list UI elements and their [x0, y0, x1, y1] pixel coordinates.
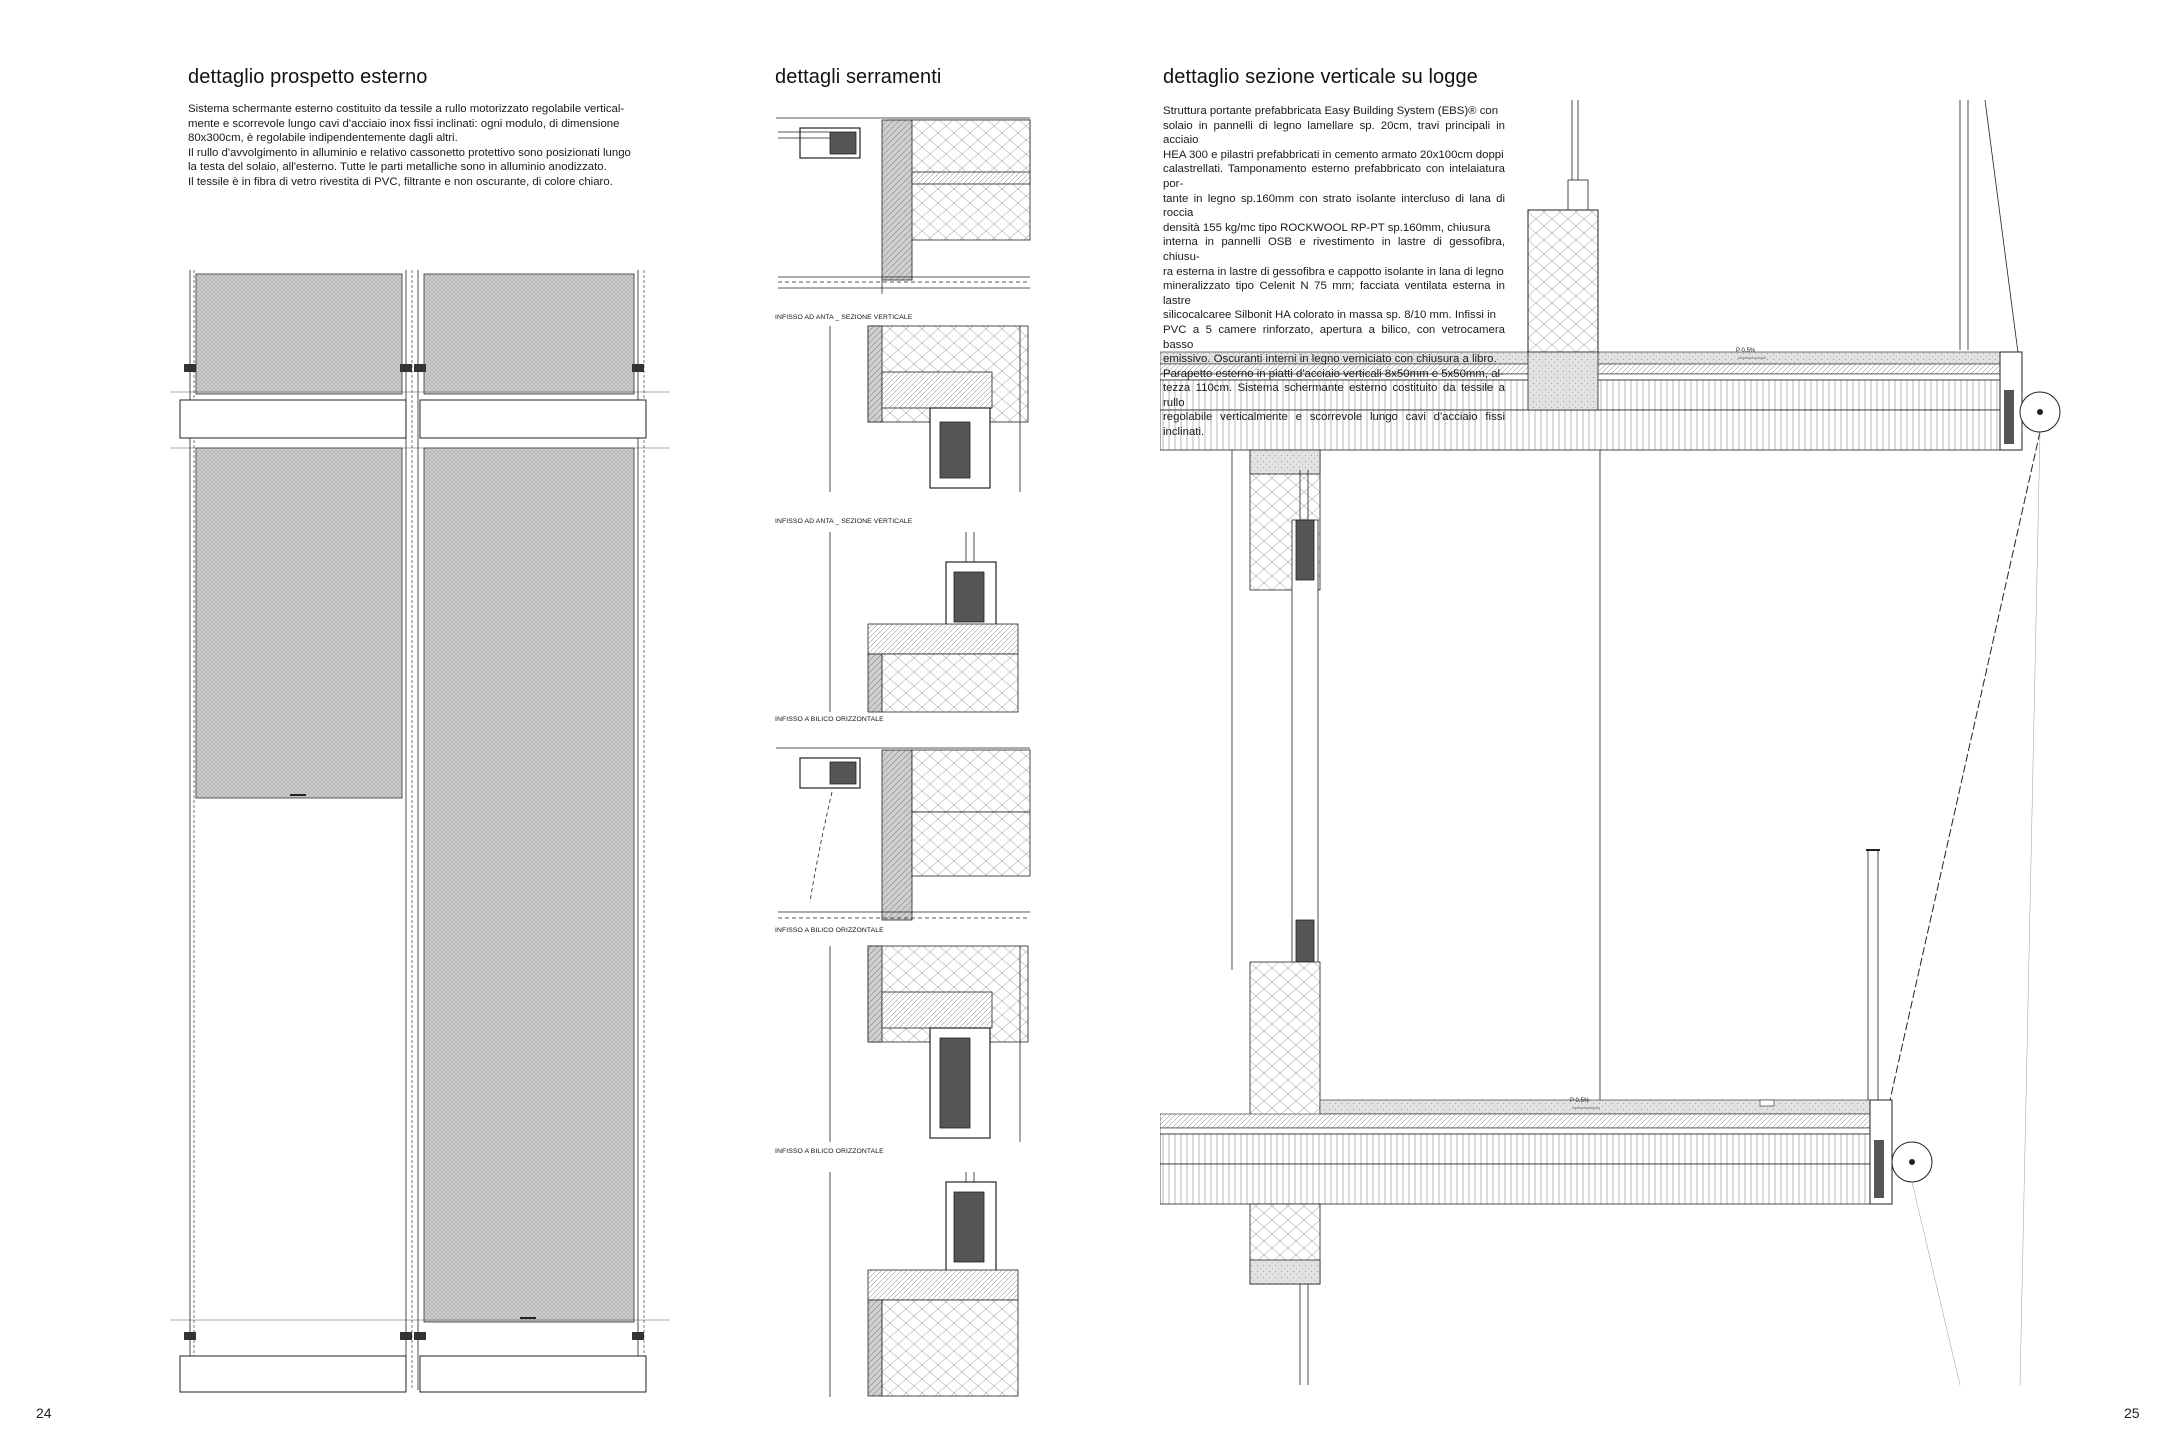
lower-slab [1160, 1099, 1893, 1205]
left-description: Sistema schermante esterno costituito da… [188, 102, 658, 190]
left-description-line: mente e scorrevole lungo cavi d'acciaio … [188, 117, 620, 130]
roller-box [419, 399, 647, 439]
window-details-drawing [776, 117, 1031, 1397]
right-description-line: densità 155 kg/mc tipo ROCKWOOL RP-PT sp… [1163, 221, 1491, 234]
window-caption: INFISSO A BILICO ORIZZONTALE [775, 1148, 884, 1155]
right-description-line: mineralizzato tipo Celenit N 75 mm; facc… [1163, 280, 1505, 307]
window-detail [829, 532, 1019, 713]
left-description-line: 80x300cm, è regolabile indipendentemente… [188, 132, 458, 145]
fabric-panel [195, 273, 403, 395]
right-description-line: tante in legno sp.160mm con strato isola… [1163, 192, 1505, 220]
roller-box [179, 1355, 407, 1393]
vertical-section-drawing: P 0.5% P 0.5% [1160, 100, 2061, 1386]
left-description-line: Il tessile è in fibra di vetro rivestita… [188, 175, 613, 188]
left-page-title: dettaglio prospetto esterno [188, 66, 428, 88]
roller-box [179, 399, 407, 439]
left-description-line: la testa del solaio, all'esterno. Tutte … [188, 161, 607, 174]
right-description-line: HEA 300 e pilastri prefabbricati in ceme… [1163, 148, 1504, 161]
left-description-line: Il rullo d'avvolgimento in alluminio e r… [188, 146, 631, 159]
window-detail [776, 117, 1031, 294]
window-detail [829, 945, 1029, 1142]
right-description: Struttura portante prefabbricata Easy Bu… [1163, 104, 1505, 440]
page-number-left: 24 [36, 1405, 52, 1421]
right-description-line: solaio in pannelli di legno lamellare sp… [1163, 119, 1505, 147]
right-description-line: regolabile verticalmente e scorrevole lu… [1163, 411, 1505, 439]
window-detail [829, 325, 1029, 492]
slope-label-top: P 0.5% [1736, 348, 1756, 354]
window-detail [829, 1172, 1019, 1397]
window-caption: INFISSO AD ANTA _ SEZIONE VERTICALE [775, 518, 913, 525]
fabric-panel [195, 447, 403, 799]
page-number-right: 25 [2124, 1405, 2140, 1421]
right-description-line: Parapetto esterno in piatti d'acciaio ve… [1163, 367, 1504, 380]
right-page-title: dettaglio sezione verticale su logge [1163, 66, 1478, 88]
right-description-bg [1160, 100, 1506, 350]
window-caption: INFISSO A BILICO ORIZZONTALE [775, 716, 884, 723]
right-description-line: ra esterna in lastre di gessofibra e cap… [1163, 265, 1504, 278]
fabric-panel [423, 447, 635, 1323]
window-detail [776, 747, 1031, 921]
right-description-line: tezza 110cm. Sistema schermante esterno … [1163, 382, 1505, 409]
upper-slab [1160, 351, 2023, 451]
roller-box [419, 1355, 647, 1393]
right-description-line: PVC a 5 camere rinforzato, apertura a bi… [1163, 323, 1505, 351]
window-caption: INFISSO AD ANTA _ SEZIONE VERTICALE [775, 314, 913, 321]
window-caption: INFISSO A BILICO ORIZZONTALE [775, 927, 884, 934]
middle-title: dettagli serramenti [775, 66, 942, 88]
slope-label-bottom: P 0.5% [1570, 1098, 1590, 1104]
right-description-line: emissivo. Oscuranti interni in legno ver… [1163, 353, 1497, 366]
right-description-line: silicocalcaree Silbonit HA colorato in m… [1163, 309, 1496, 322]
fabric-panel [423, 273, 635, 395]
external-elevation-drawing [170, 270, 670, 1393]
right-description-line: Struttura portante prefabbricata Easy Bu… [1163, 105, 1499, 117]
right-description-line: interna in pannelli OSB e rivestimento i… [1163, 236, 1505, 263]
left-description-line: Sistema schermante esterno costituito da… [188, 103, 625, 115]
right-description-line: calastrellati. Tamponamento esterno pref… [1163, 163, 1505, 190]
